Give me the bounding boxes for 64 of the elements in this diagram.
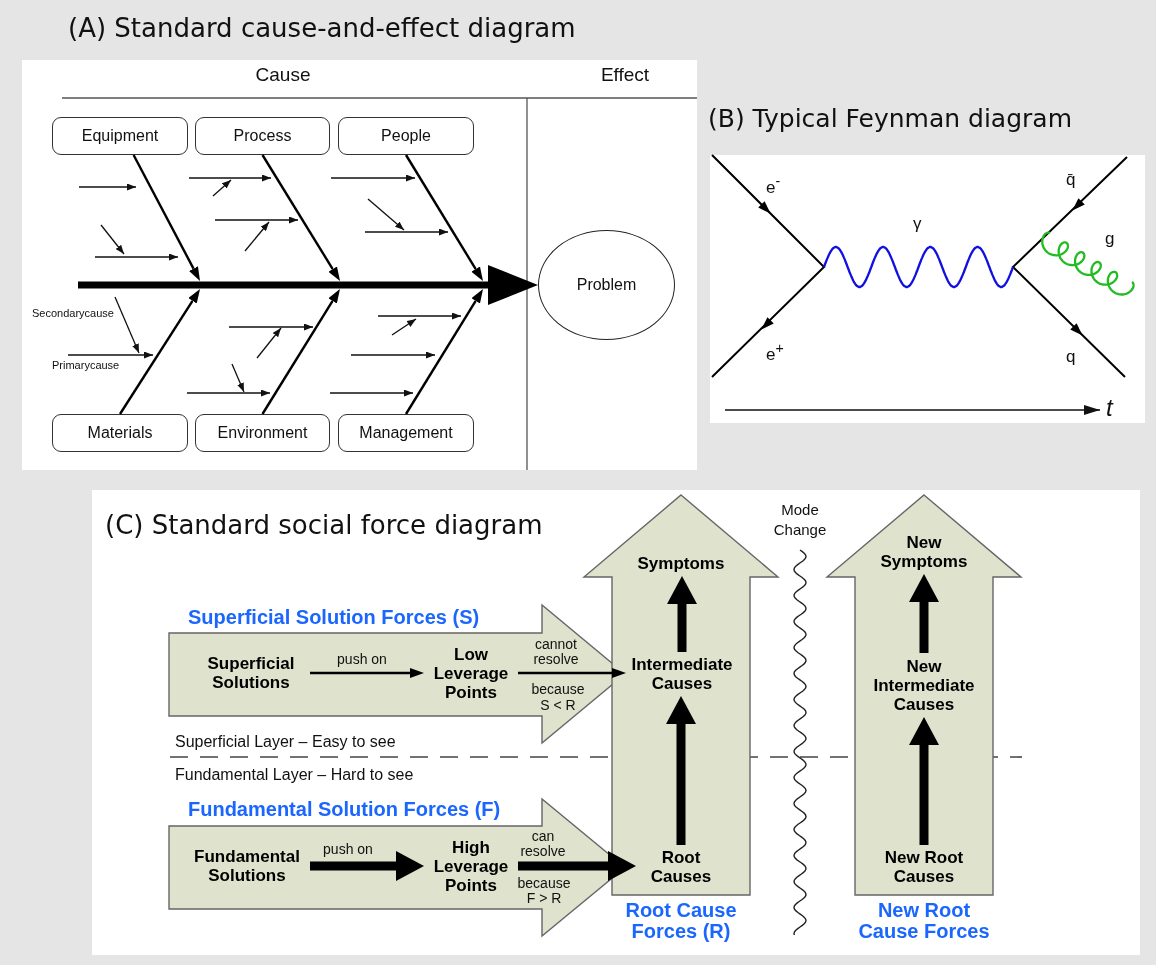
column-heading: Effect	[599, 63, 651, 86]
bone-arrow	[132, 154, 201, 281]
category-label: Management	[359, 424, 453, 442]
force-heading: New Root Cause Forces	[857, 900, 991, 942]
edge-note: because F > R	[516, 876, 572, 906]
edge-label: cannot resolve	[532, 637, 580, 667]
particle-label: e$^{-}$	[766, 172, 781, 198]
axis-label: t	[1106, 393, 1113, 422]
bone-arrow	[119, 289, 201, 415]
bone-arrow	[404, 289, 484, 415]
category-label: Process	[233, 127, 292, 145]
force-heading: Superficial Solution Forces (S)	[188, 607, 481, 628]
category-box	[195, 117, 330, 155]
edge-label: can resolve	[519, 829, 567, 859]
force-heading: Fundamental Solution Forces (F)	[188, 799, 502, 820]
node-text: Superficial Solutions	[192, 650, 310, 696]
node-text: New Symptoms	[867, 530, 981, 574]
edge-label: push on	[322, 842, 374, 857]
node-text: Low Leverage Points	[424, 643, 518, 703]
arrow	[667, 576, 697, 652]
particle-label: q̄	[1066, 170, 1076, 190]
node-text: Symptoms	[624, 550, 738, 576]
particle-label: γ	[913, 214, 922, 234]
panel-title: (B) Typical Feynman diagram	[708, 104, 1072, 134]
category-box	[338, 117, 474, 155]
bone-arrow	[261, 154, 341, 281]
node-text: Fundamental Solutions	[184, 843, 310, 889]
arrow	[909, 717, 939, 845]
layer-label: Fundamental Layer – Hard to see	[175, 765, 414, 784]
arrow	[909, 574, 939, 653]
effect-label: Problem	[576, 276, 637, 294]
arrow	[310, 668, 424, 678]
edge-note: because S < R	[530, 681, 586, 713]
panel-title: (C) Standard social force diagram	[105, 510, 543, 541]
node-text: High Leverage Points	[424, 836, 518, 896]
particle-label: g	[1105, 229, 1115, 249]
particle-label: e$^{+}$	[766, 339, 784, 365]
category-label: Materials	[87, 424, 153, 442]
node-text: New Root Causes	[862, 845, 986, 889]
force-heading: Root Cause Forces (R)	[624, 900, 738, 942]
arrow	[518, 851, 636, 881]
category-label: Environment	[217, 424, 308, 442]
arrow	[518, 668, 626, 678]
cause-label: Secondarycause	[32, 307, 114, 320]
edge-label: push on	[336, 652, 388, 667]
category-label: People	[381, 127, 431, 145]
node-text: New Intermediate Causes	[859, 653, 989, 717]
node-text: Intermediate Causes	[626, 652, 738, 696]
category-label: Equipment	[81, 127, 159, 145]
particle-label: q	[1066, 347, 1076, 367]
panel-title: (A) Standard cause-and-effect diagram	[68, 13, 576, 44]
bone-arrow	[404, 154, 483, 282]
arrow	[310, 851, 424, 881]
text-label: Mode Change	[772, 500, 828, 540]
node-text: Root Causes	[636, 845, 726, 889]
category-box	[52, 414, 188, 452]
arrow	[666, 696, 696, 845]
bone-arrow	[261, 289, 340, 415]
column-heading: Cause	[254, 63, 312, 86]
category-box	[195, 414, 330, 452]
layer-label: Superficial Layer – Easy to see	[175, 732, 396, 751]
cause-label: Primarycause	[52, 359, 120, 372]
category-box	[52, 117, 188, 155]
category-box	[338, 414, 474, 452]
